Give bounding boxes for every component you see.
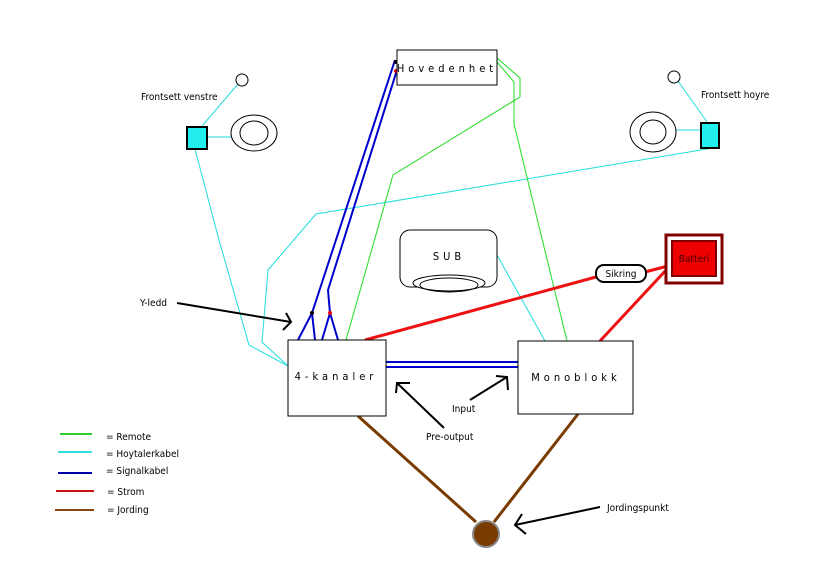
signal-cable-2 xyxy=(321,69,398,341)
legend: = Remote = Hoytalerkabel = Signalkabel =… xyxy=(55,432,179,516)
front-left-label: Frontsett venstre xyxy=(141,92,218,103)
battery-inner xyxy=(671,240,717,277)
ground-cable-mono xyxy=(492,413,580,523)
front-right-label: Frontsett hoyre xyxy=(701,90,770,101)
mono-label: Monoblokk xyxy=(531,371,620,384)
amp4-box xyxy=(287,339,387,417)
legend-label-power: = Strom xyxy=(107,487,144,498)
power-cable-amp4 xyxy=(364,275,597,342)
head-unit-box xyxy=(396,49,498,86)
sub-speaker-cone-icon xyxy=(419,277,479,293)
legend-label-remote: = Remote xyxy=(106,432,152,443)
signal-cable-2b xyxy=(329,312,339,341)
sub-label: SUB xyxy=(433,250,465,263)
y-split-dot-red xyxy=(328,311,332,315)
y-split-arrow xyxy=(176,302,293,331)
left-woofer-cone-icon xyxy=(239,120,269,146)
pre-output-label: Pre-output xyxy=(426,432,474,443)
right-woofer-icon xyxy=(629,111,677,153)
left-crossover-icon xyxy=(186,126,208,150)
ground-point-label: Jordingspunkt xyxy=(606,503,669,514)
remote-cable-mono xyxy=(496,61,568,342)
signal-cable-1b xyxy=(311,312,316,341)
power-cables xyxy=(364,264,670,343)
input-label: Input xyxy=(452,404,476,415)
speaker-cable-left xyxy=(194,148,289,367)
speaker-cable-left-tweeter xyxy=(201,83,239,127)
speaker-cables xyxy=(194,80,714,367)
signal-cables xyxy=(297,59,518,368)
legend-label-ground: = Jording xyxy=(107,505,149,516)
ground-cables xyxy=(356,413,580,524)
y-split-dot-black xyxy=(310,311,314,315)
pre-output-arrow xyxy=(395,382,445,429)
ground-point-icon xyxy=(472,520,500,548)
remote-cable-amp4 xyxy=(345,57,521,341)
power-cable-fuse-battery xyxy=(644,264,669,274)
left-tweeter-icon xyxy=(235,73,249,87)
remote-cables xyxy=(345,57,568,342)
signal-cable-1 xyxy=(297,59,396,341)
right-tweeter-icon xyxy=(667,70,681,84)
fuse-box xyxy=(595,264,647,283)
power-cable-mono xyxy=(598,266,670,343)
legend-label-speaker: = Hoytalerkabel xyxy=(106,449,179,460)
input-arrow xyxy=(469,375,509,401)
amp4-label: 4-kanaler xyxy=(295,370,378,383)
legend-label-signal: = Signalkabel xyxy=(106,466,168,477)
head-unit-label: Hovedenhet xyxy=(397,62,497,75)
ground-point-arrow xyxy=(513,506,601,535)
y-split-label: Y-ledd xyxy=(139,298,167,309)
speaker-cable-right-tweeter xyxy=(677,80,708,123)
right-woofer-cone-icon xyxy=(639,119,667,145)
left-woofer-icon xyxy=(230,114,278,152)
fuse-label: Sikring xyxy=(605,269,636,280)
speaker-cable-right xyxy=(261,147,714,367)
battery-label: Batteri xyxy=(679,254,709,265)
right-crossover-icon xyxy=(700,122,720,149)
mono-box xyxy=(517,340,634,415)
annotation-arrows xyxy=(176,302,601,535)
ground-cable-amp4 xyxy=(356,414,478,524)
